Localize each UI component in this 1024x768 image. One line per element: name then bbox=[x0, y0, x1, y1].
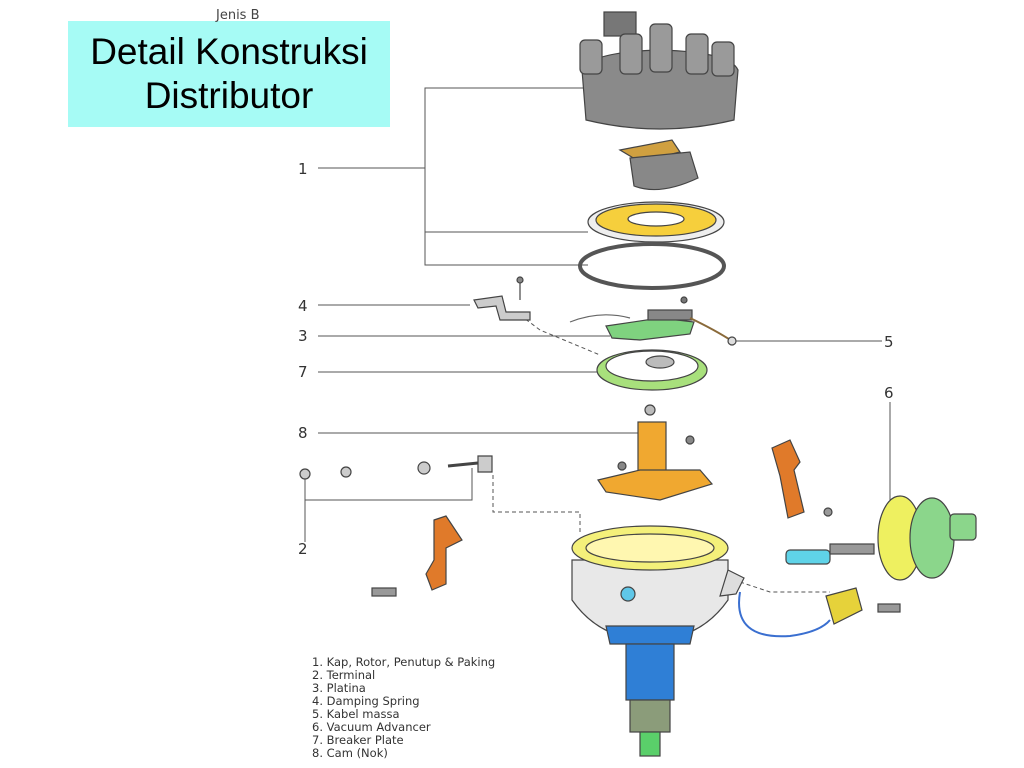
distributor-shaft bbox=[605, 625, 695, 757]
legend-item: 7. Breaker Plate bbox=[312, 733, 404, 747]
rotor bbox=[618, 139, 699, 191]
parts-legend: 1. Kap, Rotor, Penutup & Paking 2. Termi… bbox=[312, 656, 495, 760]
gasket bbox=[578, 242, 726, 290]
type-label: Jenis B bbox=[216, 8, 260, 23]
legend-item: 5. Kabel massa bbox=[312, 707, 400, 721]
callout-2: 2 bbox=[298, 540, 308, 558]
title-box: Detail Konstruksi Distributor bbox=[68, 21, 390, 127]
breaker-plate bbox=[596, 349, 708, 391]
callout-8: 8 bbox=[298, 424, 308, 442]
legend-item: 8. Cam (Nok) bbox=[312, 746, 388, 760]
leader-lines bbox=[304, 87, 891, 593]
callout-5: 5 bbox=[884, 333, 894, 351]
legend-item: 3. Platina bbox=[312, 681, 366, 695]
ground-cable bbox=[738, 587, 901, 638]
legend-item: 1. Kap, Rotor, Penutup & Paking bbox=[312, 655, 496, 669]
legend-item: 4. Damping Spring bbox=[312, 694, 420, 708]
callout-1: 1 bbox=[298, 160, 308, 178]
callout-3: 3 bbox=[298, 327, 308, 345]
cover-plate bbox=[587, 201, 725, 243]
slide-title: Detail Konstruksi Distributor bbox=[90, 31, 368, 116]
callout-4: 4 bbox=[298, 297, 308, 315]
contact-points bbox=[569, 296, 737, 346]
legend-item: 6. Vacuum Advancer bbox=[312, 720, 431, 734]
legend-item: 2. Terminal bbox=[312, 668, 376, 682]
damping-spring bbox=[473, 276, 531, 321]
cam bbox=[597, 404, 714, 501]
distributor-housing bbox=[571, 525, 745, 641]
terminal-parts bbox=[299, 455, 493, 597]
distributor-cap bbox=[579, 11, 739, 130]
vacuum-advancer bbox=[771, 439, 977, 581]
callout-6: 6 bbox=[884, 384, 894, 402]
callout-7: 7 bbox=[298, 363, 308, 381]
